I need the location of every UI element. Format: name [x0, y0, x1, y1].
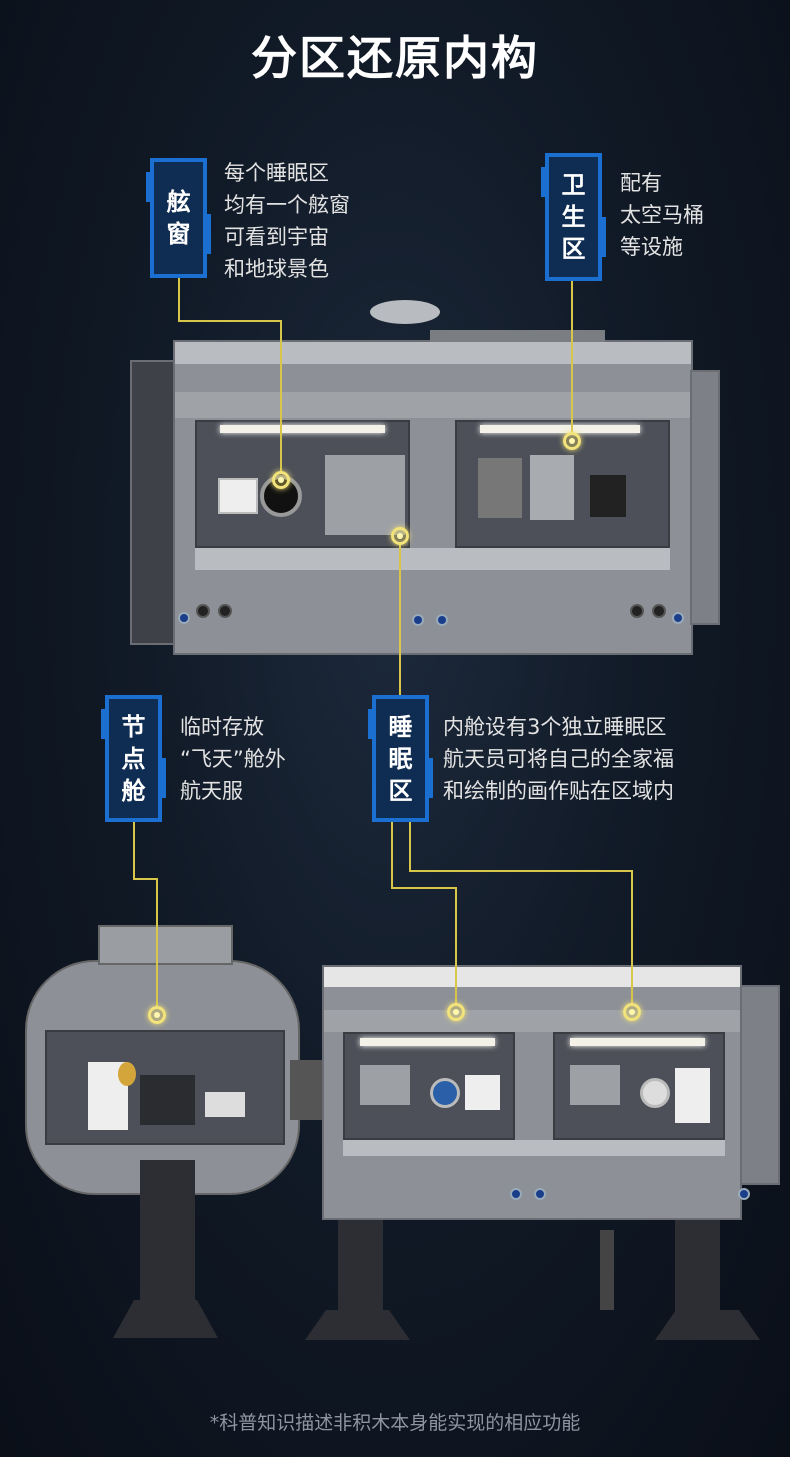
desc-line: 临时存放	[180, 715, 264, 739]
window-description: 每个睡眠区 均有一个舷窗 可看到宇宙 和地球景色	[224, 157, 350, 285]
hygiene-description: 配有 太空马桶 等设施	[620, 167, 704, 263]
tag-char: 点	[121, 744, 146, 773]
tag-char: 节	[121, 712, 146, 741]
page-title: 分区还原内构	[251, 31, 539, 85]
desc-line: 内舱设有3个独立睡眠区	[443, 715, 667, 739]
desc-line: 配有	[620, 171, 662, 195]
tag-char: 窗	[166, 220, 191, 248]
sleep-hotspot-3	[623, 1003, 641, 1021]
window-tag: 舷 窗	[146, 158, 211, 278]
desc-line: 航天服	[180, 779, 243, 803]
sleep-hotspot-2	[447, 1003, 465, 1021]
sleep-description: 内舱设有3个独立睡眠区 航天员可将自己的全家福 和绘制的画作贴在区域内	[443, 711, 674, 807]
desc-line: 和地球景色	[224, 257, 329, 281]
node-description: 临时存放 “飞天”舱外 航天服	[180, 711, 286, 807]
desc-line: 均有一个舷窗	[224, 193, 350, 217]
desc-line: 每个睡眠区	[224, 161, 329, 185]
tag-char: 睡	[388, 712, 413, 741]
sleep-hotspot	[391, 527, 409, 545]
desc-line: 和绘制的画作贴在区域内	[443, 779, 674, 803]
desc-line: “飞天”舱外	[180, 747, 286, 771]
desc-line: 可看到宇宙	[224, 225, 329, 249]
desc-line: 太空马桶	[620, 203, 704, 227]
hygiene-tag: 卫 生 区	[541, 153, 606, 281]
hygiene-hotspot	[563, 432, 581, 450]
tag-char: 区	[561, 235, 586, 263]
node-hotspot	[148, 1006, 166, 1024]
tag-char: 区	[388, 776, 413, 805]
tag-char: 舷	[166, 188, 191, 216]
tag-char: 卫	[561, 171, 586, 199]
tag-char: 舱	[121, 776, 146, 805]
tag-char: 眠	[388, 744, 413, 773]
desc-line: 等设施	[620, 235, 683, 259]
tag-char: 生	[561, 203, 586, 231]
sleep-tag: 睡 眠 区	[368, 695, 433, 822]
desc-line: 航天员可将自己的全家福	[443, 747, 674, 771]
footnote: *科普知识描述非积木本身能实现的相应功能	[209, 1412, 581, 1434]
window-hotspot	[272, 471, 290, 489]
node-tag: 节 点 舱	[101, 695, 166, 822]
